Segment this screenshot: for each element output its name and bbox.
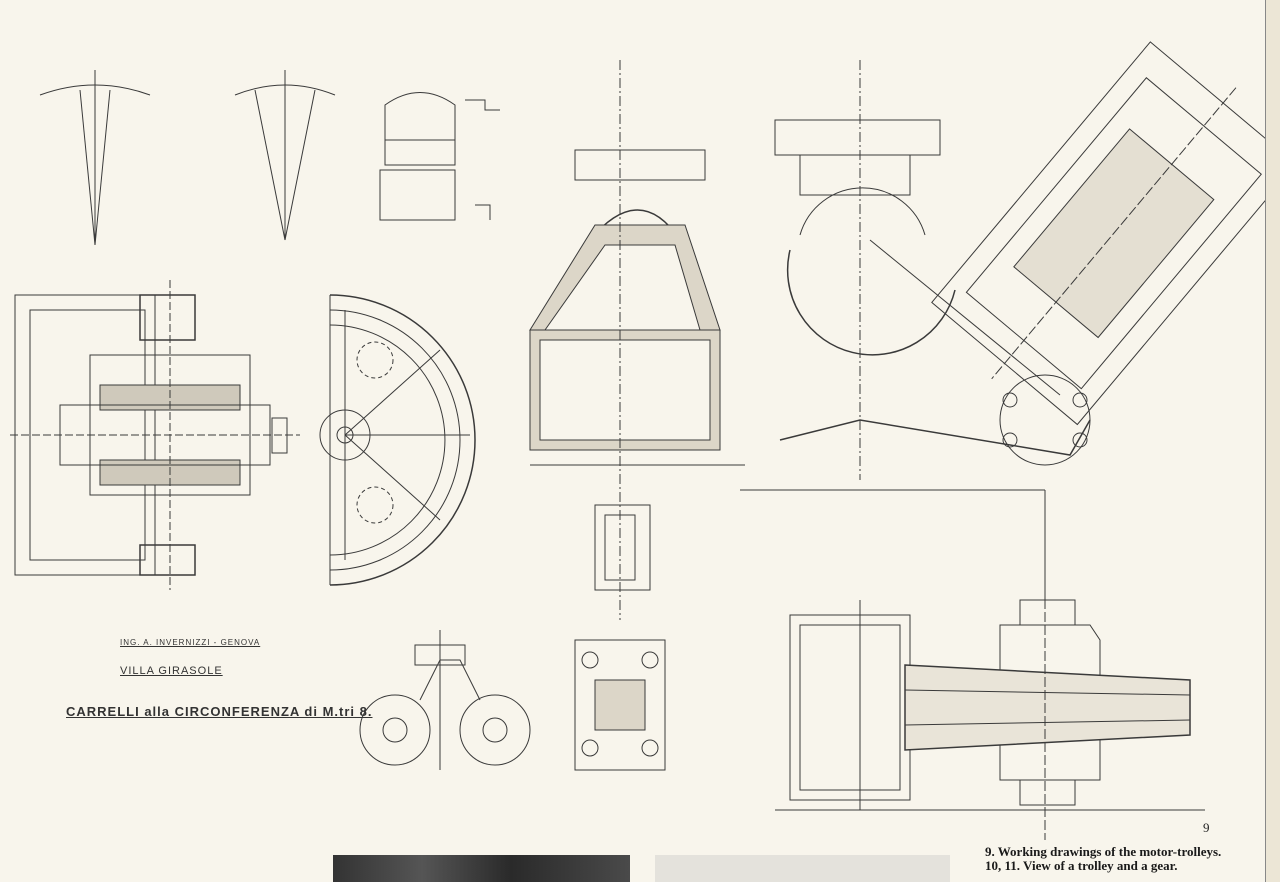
firm-name: ING. A. INVERNIZZI - GENOVA bbox=[120, 638, 261, 647]
trolley-photo bbox=[333, 855, 630, 882]
drawing-title: CARRELLI alla CIRCONFERENZA di M.tri 8. bbox=[66, 704, 373, 719]
page-number: 9 bbox=[1203, 820, 1210, 835]
project-name: VILLA GIRASOLE bbox=[120, 665, 223, 677]
figure-caption: 9. Working drawings of the motor-trolley… bbox=[985, 845, 1221, 873]
caption-line-1: 9. Working drawings of the motor-trolley… bbox=[985, 844, 1222, 859]
frame-front-section bbox=[529, 60, 745, 620]
inclined-trolley-view bbox=[931, 41, 1265, 426]
gear-section-lower bbox=[775, 560, 1205, 840]
small-sections bbox=[379, 92, 500, 221]
frame-side-section bbox=[740, 60, 1091, 600]
bogie-elevation bbox=[359, 630, 531, 770]
trolley-side-section bbox=[10, 280, 300, 590]
plan-view-small bbox=[574, 639, 666, 771]
gear-half-view bbox=[319, 294, 476, 586]
gear-tooth-detail-left bbox=[39, 70, 336, 246]
gear-photo bbox=[655, 855, 950, 882]
caption-line-2: 10, 11. View of a trolley and a gear. bbox=[985, 858, 1178, 873]
page-edge bbox=[1266, 0, 1280, 882]
